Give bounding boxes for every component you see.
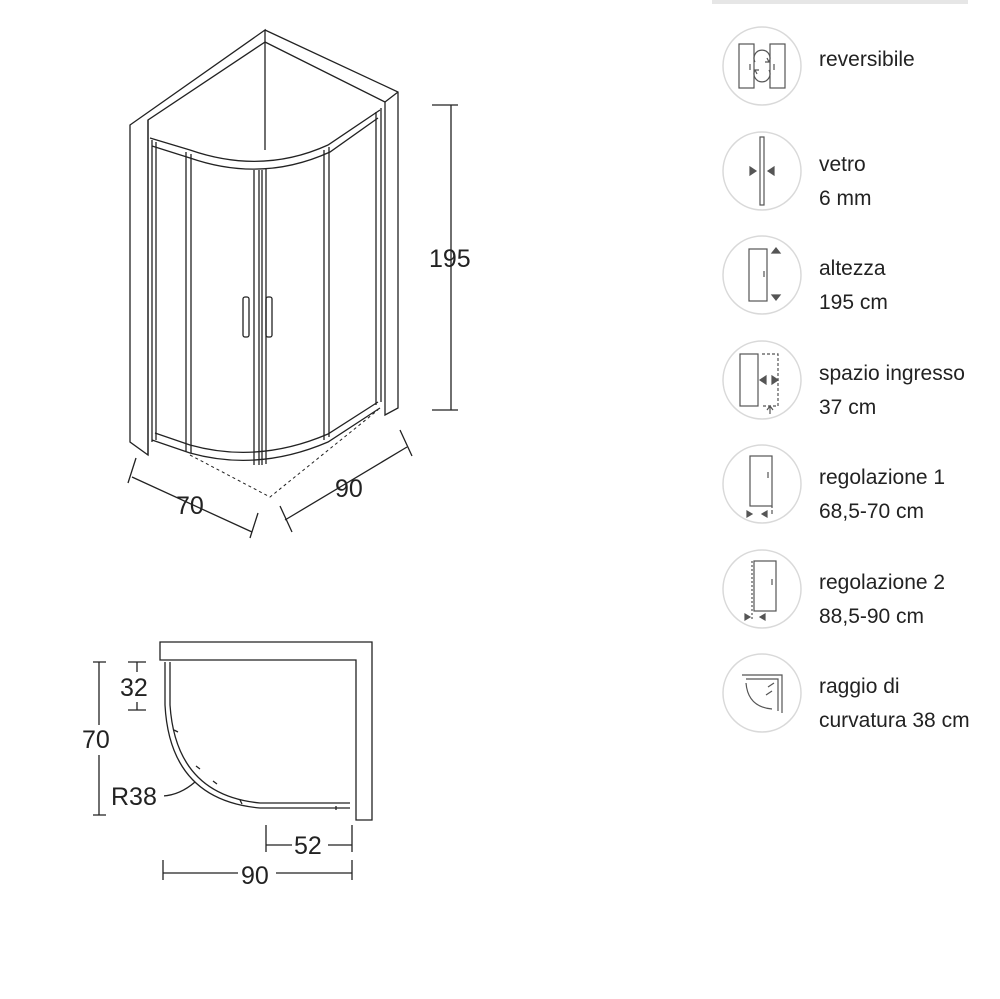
feature-adjust-1-line2: 68,5-70 cm (819, 500, 925, 523)
door-left-edge (253, 170, 260, 465)
left-wall (129, 28, 266, 457)
feature-adjust-2-line2: 88,5-90 cm (819, 604, 925, 628)
dim-90-plan-label: 90 (241, 862, 269, 890)
feature-list: reversibile vetro 6 mm (722, 26, 1000, 758)
reversible-door-icon (722, 26, 802, 106)
feature-reversible-line1: reversibile (819, 48, 915, 71)
handle-right (265, 296, 273, 338)
isometric-view (127, 28, 458, 539)
top-rail-inner (151, 117, 379, 170)
profile-left (151, 140, 157, 442)
feature-adjust-1: regolazione 1 68,5-70 cm (722, 444, 1000, 549)
handle-left (242, 296, 250, 338)
plan-rollers (173, 729, 337, 810)
feature-entry: spazio ingresso 37 cm (722, 339, 1000, 445)
feature-glass: vetro 6 mm (722, 130, 1000, 236)
feature-adjust-2: regolazione 2 88,5-90 cm (722, 548, 1000, 654)
top-rail (149, 109, 381, 163)
right-wall (264, 29, 399, 417)
feature-glass-line2: 6 mm (819, 186, 872, 210)
footprint-dashed (189, 409, 379, 498)
feature-entry-line2: 37 cm (819, 395, 877, 419)
profile-right-fixed (323, 147, 330, 440)
entry-space-icon (722, 339, 802, 420)
dim-90-line (279, 429, 413, 533)
feature-height-line2: 195 cm (819, 291, 888, 314)
adjustment-1-icon (722, 444, 802, 524)
left-wall-inner (147, 42, 266, 455)
feature-adjust-2-line1: regolazione 2 (819, 570, 946, 594)
dim-52-label: 52 (294, 832, 322, 860)
profile-left-fixed (185, 152, 192, 453)
feature-entry-line1: spazio ingresso (819, 361, 965, 385)
adjustment-2-icon (722, 548, 802, 629)
plan-curve-inner (169, 662, 350, 804)
top-divider (712, 0, 968, 4)
profile-right (375, 108, 382, 405)
feature-reversible: reversibile (722, 26, 1000, 131)
r38-leader (162, 781, 196, 797)
height-label: 195 (429, 245, 471, 273)
right-wall-top (384, 91, 399, 103)
plan-curve (164, 662, 350, 809)
height-icon (722, 235, 802, 315)
feature-glass-line1: vetro (819, 152, 866, 176)
feature-adjust-1-line1: regolazione 1 (819, 466, 946, 489)
plan-walls (159, 641, 373, 821)
radius-label: R38 (111, 783, 157, 811)
height-dim-line (432, 104, 458, 411)
glass-thickness-icon (722, 130, 802, 211)
width-left-label: 70 (176, 492, 204, 520)
feature-height-line1: altezza (819, 257, 886, 280)
width-right-label: 90 (335, 475, 363, 503)
curvature-radius-icon (722, 653, 802, 733)
dim-70-line (127, 457, 259, 539)
feature-curvature-line2: curvatura 38 cm (819, 709, 970, 732)
dim-70-plan-label: 70 (82, 726, 110, 754)
dim-32-label: 32 (120, 674, 148, 702)
feature-curvature-line1: raggio di (819, 675, 900, 698)
feature-curvature: raggio di curvatura 38 cm (722, 653, 1000, 758)
feature-height: altezza 195 cm (722, 235, 1000, 340)
